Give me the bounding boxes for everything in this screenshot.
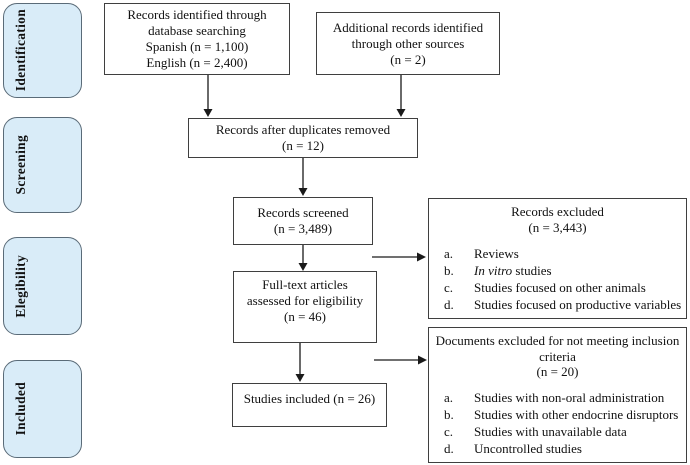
excluded-reason-text: Studies with non-oral administration [474, 389, 665, 405]
excluded-reason-item: c. Studies with unavailable data [429, 423, 686, 440]
box-full-text-assessed-text: Full-text articles assessed for eligibil… [246, 277, 364, 324]
stage-box-identification: Identification [3, 3, 82, 98]
box-duplicates-removed: Records after duplicates removed (n = 12… [188, 118, 418, 158]
stage-label-identification: Identification [13, 9, 28, 92]
stage-box-eligibility: Elegibility [3, 237, 82, 335]
box-records-screened: Records screened (n = 3,489) [233, 197, 373, 245]
arrow-duplicates-to-screened [298, 158, 308, 196]
excluded-reason-text: In vitro studies [474, 263, 552, 278]
box-studies-included: Studies included (n = 26) [232, 383, 387, 427]
excluded-reason-letter: a. [444, 389, 454, 405]
excluded-reason-text: Studies with other endocrine disruptors [474, 406, 679, 422]
excluded-reason-letter: a. [444, 246, 454, 261]
excluded-reason-text: Studies with unavailable data [474, 423, 627, 439]
box-records-identified-text: Records identified through database sear… [127, 7, 267, 70]
excluded-reason-letter: c. [444, 423, 454, 439]
excluded-reason-item: c. Studies focused on other animals [429, 279, 686, 296]
arrow-fulltext-to-included [295, 343, 305, 382]
box-documents-excluded-title: Documents excluded for not meeting inclu… [435, 333, 680, 379]
records-excluded-reasons-list: a. Reviews b. In vitro studies c. Studies foc… [429, 245, 686, 313]
box-additional-records-text: Additional records identified through ot… [332, 19, 484, 67]
excluded-reason-letter: b. [444, 263, 454, 278]
stage-box-screening: Screening [3, 117, 82, 213]
excluded-reason-letter: b. [444, 406, 454, 422]
excluded-reason-item: d. Uncontrolled studies [429, 440, 686, 457]
excluded-reason-text: Reviews [474, 246, 519, 261]
excluded-reason-letter: d. [444, 297, 454, 312]
box-full-text-assessed: Full-text articles assessed for eligibil… [233, 271, 377, 343]
stage-label-screening: Screening [13, 135, 28, 195]
arrow-additional-to-duplicates [396, 75, 406, 117]
arrow-to-records-excluded [372, 252, 426, 262]
stage-box-included: Included [3, 360, 82, 458]
excluded-reason-item: b. In vitro studies [429, 262, 686, 279]
excluded-reason-item: d. Studies focused on productive variable… [429, 296, 686, 313]
box-additional-records: Additional records identified through ot… [316, 12, 500, 75]
arrow-screened-to-fulltext [298, 245, 308, 271]
box-studies-included-text: Studies included (n = 26) [243, 391, 376, 406]
excluded-reason-letter: c. [444, 280, 454, 295]
excluded-reason-text: Uncontrolled studies [474, 440, 582, 456]
excluded-reason-text: Studies focused on other animals [474, 280, 646, 295]
excluded-reason-letter: d. [444, 440, 454, 456]
box-records-screened-text: Records screened (n = 3,489) [257, 205, 349, 236]
excluded-reason-item: b. Studies with other endocrine disruptor… [429, 406, 686, 423]
box-documents-excluded: Documents excluded for not meeting inclu… [428, 327, 687, 463]
box-records-identified: Records identified through database sear… [104, 3, 290, 75]
excluded-reason-text: Studies focused on productive variables [474, 297, 682, 312]
arrow-identified-to-duplicates [203, 75, 213, 117]
excluded-reason-item: a. Studies with non-oral administration [429, 389, 686, 406]
stage-label-included: Included [13, 382, 28, 436]
excluded-reason-item: a. Reviews [429, 245, 686, 262]
stage-label-eligibility: Elegibility [13, 254, 28, 318]
arrow-to-documents-excluded [374, 355, 427, 365]
box-records-excluded-title: Records excluded (n = 3,443) [511, 204, 604, 235]
box-duplicates-removed-text: Records after duplicates removed (n = 12… [215, 122, 391, 153]
